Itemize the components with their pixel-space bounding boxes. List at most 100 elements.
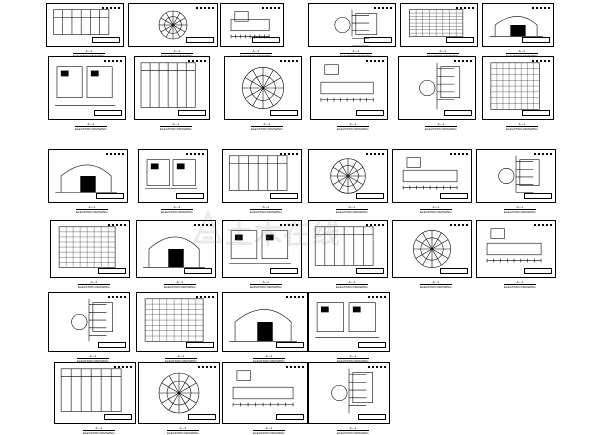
sheet-stamp — [114, 366, 132, 371]
caption-subtitle: ELEVATION DRAWING — [420, 209, 452, 214]
title-block — [94, 110, 122, 116]
cad-drawing — [330, 158, 366, 194]
title-block — [356, 110, 384, 116]
caption-subtitle: ELEVATION DRAWING — [250, 284, 282, 289]
caption-subtitle: ELEVATION DRAWING — [160, 126, 192, 131]
caption-number: A—1 — [349, 122, 357, 126]
title-block — [104, 414, 132, 420]
title-block — [522, 37, 550, 43]
drawing-sheet — [48, 292, 130, 352]
cad-drawing — [413, 230, 451, 268]
title-block — [186, 342, 214, 348]
caption-number: A—1 — [439, 49, 447, 53]
drawing-sheet — [392, 149, 472, 203]
caption-subtitle: ELEVATION DRAWING — [253, 358, 285, 363]
drawing-sheet — [482, 56, 554, 120]
caption-subtitle: ELEVATION DRAWING — [161, 209, 193, 214]
cad-drawing — [158, 372, 200, 414]
drawing-sheet — [48, 56, 126, 120]
caption-number: A—1 — [265, 354, 273, 358]
title-block — [440, 193, 468, 199]
cad-drawing — [498, 155, 540, 193]
sheet-stamp — [450, 153, 468, 158]
sheet-stamp — [106, 153, 124, 158]
cad-drawing — [145, 159, 198, 189]
caption-number: A—1 — [88, 205, 96, 209]
cad-drawing — [71, 298, 113, 342]
title-block — [358, 414, 386, 420]
cad-drawing — [315, 302, 379, 338]
caption-number: A—1 — [265, 426, 273, 430]
drawing-sheet — [482, 3, 554, 47]
caption-number: A—1 — [172, 122, 180, 126]
title-block — [356, 268, 384, 274]
sheet-stamp — [186, 153, 204, 158]
drawing-sheet — [222, 220, 302, 278]
sheet-stamp — [450, 224, 468, 229]
drawing-sheet — [308, 220, 388, 278]
caption-number: A—1 — [176, 280, 184, 284]
caption-subtitle: ELEVATION DRAWING — [164, 284, 196, 289]
cad-drawing — [228, 155, 288, 191]
drawing-sheet — [138, 149, 208, 203]
drawing-sheet — [220, 3, 284, 47]
caption-number: A—1 — [90, 280, 98, 284]
caption-number: A—1 — [432, 205, 440, 209]
sheet-stamp — [102, 7, 120, 12]
drawing-sheet — [222, 292, 308, 352]
caption-subtitle: ELEVATION DRAWING — [504, 284, 536, 289]
sheet-stamp — [262, 7, 280, 12]
cad-drawing — [486, 228, 542, 263]
sheet-stamp — [196, 296, 214, 301]
building-logo-icon — [193, 210, 223, 244]
caption-number: A—1 — [432, 280, 440, 284]
caption-number: A—1 — [437, 122, 445, 126]
caption-subtitle: ELEVATION DRAWING — [336, 209, 368, 214]
cad-drawing — [229, 309, 297, 342]
caption-subtitle: ELEVATION DRAWING — [75, 126, 107, 131]
sheet-stamp — [534, 153, 552, 158]
caption-number: A—1 — [95, 426, 103, 430]
drawing-sheet — [400, 3, 478, 47]
caption-subtitle: ELEVATION DRAWING — [77, 358, 109, 363]
drawing-sheet — [46, 3, 124, 47]
sheet-stamp — [196, 7, 214, 12]
sheet-stamp — [280, 224, 298, 229]
sheet-stamp — [108, 224, 126, 229]
drawing-sheet — [222, 149, 302, 203]
caption-number: A—1 — [348, 205, 356, 209]
sheet-stamp — [534, 224, 552, 229]
caption-subtitle: ELEVATION DRAWING — [83, 430, 115, 435]
caption-number: A—1 — [262, 205, 270, 209]
drawing-sheet — [308, 362, 390, 424]
sheet-stamp — [456, 7, 474, 12]
cad-drawing — [331, 368, 373, 414]
caption-number: A—1 — [252, 49, 260, 53]
sheet-stamp — [280, 153, 298, 158]
sheet-stamp — [286, 366, 304, 371]
caption-subtitle: ELEVATION DRAWING — [337, 126, 369, 131]
title-block — [96, 193, 124, 199]
caption-subtitle: ELEVATION DRAWING — [167, 430, 199, 435]
caption-subtitle: ELEVATION DRAWING — [165, 358, 197, 363]
title-block — [440, 268, 468, 274]
sheet-stamp — [194, 224, 212, 229]
drawing-sheet — [310, 56, 388, 120]
caption-number: A—1 — [349, 354, 357, 358]
caption-subtitle: ELEVATION DRAWING — [251, 126, 283, 131]
caption-number: A—1 — [85, 49, 93, 53]
